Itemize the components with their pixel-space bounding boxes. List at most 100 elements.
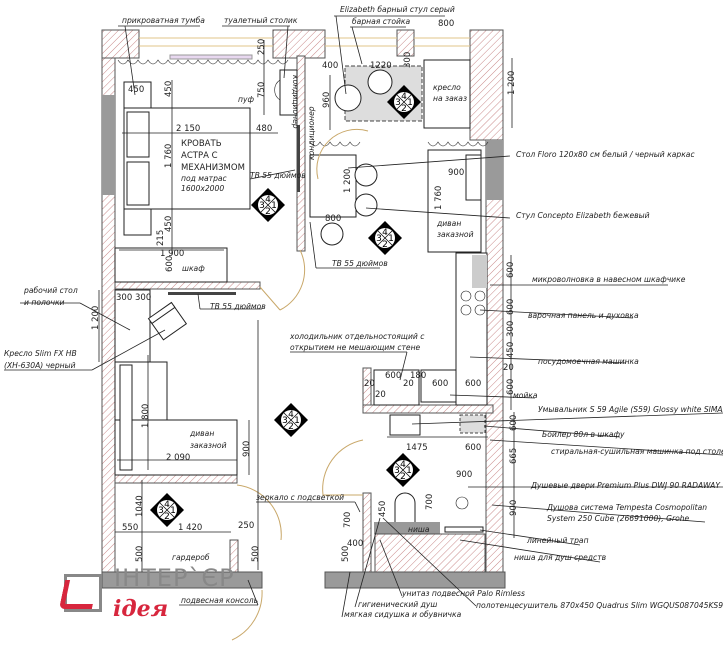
room-marker-right: 1 [294, 416, 300, 426]
room-marker-top: 4 [400, 460, 406, 470]
dimension-b700: 700 [425, 494, 435, 510]
dressing-table[interactable] [279, 69, 298, 116]
dimension-b665: 665 [509, 448, 519, 464]
dimension-f600: 600 [385, 371, 401, 381]
label-armchair-custom-2: на заказ [433, 94, 467, 103]
room-marker-top: 4 [288, 410, 294, 420]
label-chair-slim-1: Кресло Slim FX HB [4, 349, 77, 358]
dimension-f180: 180 [410, 371, 426, 381]
logo-mark-icon [64, 574, 102, 612]
room-marker-bottom: 2 [382, 240, 388, 250]
label-washer: стиральная-сушильная машинка под столешн… [551, 447, 723, 456]
dimension-e700: 700 [343, 512, 353, 528]
room-marker-right: 1 [271, 201, 277, 211]
label-dishwasher: посудомоечная машинка [538, 357, 639, 366]
room-marker-right: 1 [388, 234, 394, 244]
dimension-d300b: 300 [135, 293, 151, 303]
bed[interactable] [123, 81, 251, 236]
label-shower-doors: Душевые двери Premium Plus DWJ 90 RADAWA… [530, 481, 723, 490]
label-soft-seat: мягкая сидушка и обувничка [344, 610, 462, 619]
room-marker-bottom: 2 [164, 512, 170, 522]
kitchen-unit[interactable] [373, 252, 488, 406]
label-chair-concepto: Стул Concepto Elizabeth бежевый [516, 211, 650, 220]
label-bed-3: МЕХАНИЗМОМ [181, 163, 245, 173]
armchair-custom[interactable] [423, 59, 471, 129]
dimension-d900-sofa: 900 [448, 168, 464, 178]
label-bedside-table: прикроватная тумба [122, 16, 205, 25]
label-desk-1: рабочий стол [23, 286, 78, 295]
label-towel-dryer: полотенцесушитель 870х450 Quadrus Slim W… [476, 601, 723, 610]
sofa-living-left[interactable] [114, 361, 238, 476]
dimension-d450-tumba: 450 [128, 85, 144, 95]
table-floro[interactable] [309, 154, 357, 218]
bar-stool[interactable] [367, 69, 393, 95]
label-table-floro: Стол Floro 120х80 см белый / черный карк… [516, 150, 695, 159]
label-bed-5: 1600х2000 [181, 184, 224, 193]
desk[interactable] [114, 289, 151, 376]
dimension-d800-table: 800 [325, 214, 341, 224]
dimension-d2090: 2 090 [166, 453, 190, 463]
room-marker-left: 3 [158, 506, 164, 516]
dimension-d2150: 2 150 [176, 124, 200, 134]
office-chair[interactable] [147, 301, 188, 341]
room-marker-right: 1 [170, 506, 176, 516]
dimension-d1800: 1 800 [141, 404, 151, 428]
curtain [309, 141, 361, 147]
dimension-s600a: 600 [432, 379, 448, 389]
curtain [427, 141, 489, 147]
label-bar-counter: барная стойка [352, 17, 411, 26]
boiler[interactable] [459, 414, 486, 434]
room-marker-right: 1 [406, 466, 412, 476]
label-armchair-custom-1: кресло [433, 83, 461, 92]
label-ac-1: кондиционер [291, 75, 300, 129]
bar-stool[interactable] [334, 84, 362, 112]
dimension-d1900: 1 900 [160, 249, 184, 259]
tv-bedroom [297, 125, 300, 192]
dimension-b900: 900 [456, 470, 472, 480]
label-bar-stool: Elizabeth барный стул серый [340, 5, 455, 14]
label-niche: ниша [408, 525, 430, 534]
dimension-d1220: 1220 [370, 61, 392, 71]
logo-text-idea: ідея [113, 596, 169, 622]
dimension-d1760-sofa: 1 760 [434, 186, 444, 210]
label-closet: гардероб [172, 553, 210, 562]
dimension-d450-b: 450 [164, 216, 174, 232]
room-marker-left: 3 [282, 416, 288, 426]
label-pouf: пуф [238, 95, 254, 104]
wardrobe[interactable] [114, 247, 228, 283]
label-bed-4: под матрас [181, 174, 228, 183]
sofa-living-right[interactable] [427, 149, 482, 253]
label-tv-study: ТВ 55 дюймов [210, 302, 266, 311]
label-ac-2: кондиционер [307, 106, 316, 160]
doors[interactable] [231, 128, 369, 641]
room-marker-right: 1 [407, 98, 413, 108]
tv-study [168, 292, 236, 295]
linear-drain[interactable] [444, 526, 484, 533]
chair-concepto[interactable] [354, 193, 378, 217]
room-marker-top: 4 [401, 92, 407, 102]
shower-system[interactable] [455, 496, 469, 510]
room-marker-left: 3 [376, 234, 382, 244]
leader-lines [4, 15, 723, 618]
dimension-b900v: 900 [509, 500, 519, 516]
dimension-d600-wr: 600 [165, 256, 175, 272]
dimension-s600b: 600 [465, 379, 481, 389]
dimension-k600-b: 600 [506, 299, 516, 315]
label-tv-living: ТВ 55 дюймов [332, 259, 388, 268]
toilet[interactable] [394, 492, 416, 529]
room-marker-bottom: 2 [288, 422, 294, 432]
pouf[interactable] [274, 79, 281, 101]
dimension-e400: 400 [347, 539, 363, 549]
niche-box [374, 522, 440, 534]
label-hygienic-shower: гигиенический душ [358, 600, 437, 609]
label-sofa-custom-2b: заказной [190, 441, 227, 450]
dimension-k600-c: 600 [506, 379, 516, 395]
washbasin[interactable] [389, 414, 421, 436]
logo: ІНТЕР`ЄР ідея [56, 564, 246, 630]
chair-concepto[interactable] [320, 222, 344, 246]
dimension-b600: 600 [509, 415, 519, 431]
dimension-b600w: 600 [465, 443, 481, 453]
chair-concepto[interactable] [354, 163, 378, 187]
